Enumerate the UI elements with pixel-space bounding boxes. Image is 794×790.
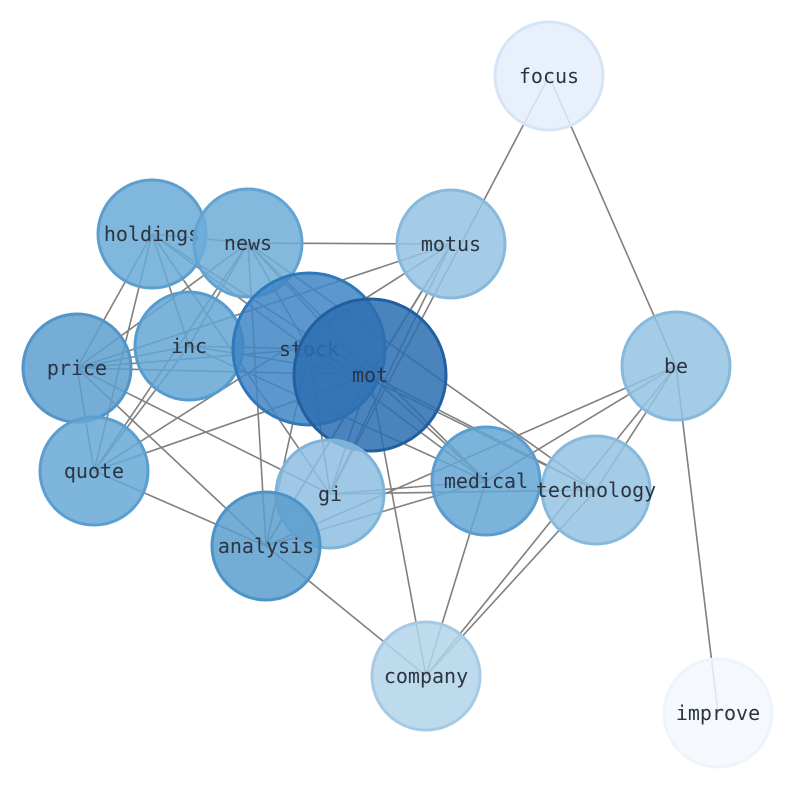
node-label-be: be (664, 354, 688, 378)
node-technology: technology (536, 434, 656, 546)
node-news: news (192, 187, 304, 299)
node-circle-technology (540, 434, 652, 546)
node-improve: improve (662, 657, 774, 769)
node-label-improve: improve (676, 701, 760, 725)
node-quote: quote (38, 415, 150, 527)
node-circle-quote (38, 415, 150, 527)
node-be: be (620, 310, 732, 422)
node-layer: focusholdingsnewsmotusincstockmotpricebe… (21, 20, 774, 769)
node-circle-analysis (210, 490, 322, 602)
node-label-price: price (47, 356, 107, 380)
node-circle-motus (395, 188, 507, 300)
node-circle-medical (430, 425, 542, 537)
node-analysis: analysis (210, 490, 322, 602)
node-mot: mot (292, 297, 448, 453)
node-label-gi: gi (318, 482, 342, 506)
node-inc: inc (133, 290, 245, 402)
node-label-mot: mot (352, 363, 388, 387)
edge-be-improve (675, 365, 719, 714)
node-label-news: news (224, 231, 272, 255)
node-label-analysis: analysis (218, 534, 314, 558)
node-label-technology: technology (536, 478, 656, 502)
node-circle-focus (493, 20, 605, 132)
node-medical: medical (430, 425, 542, 537)
node-circle-be (620, 310, 732, 422)
node-label-quote: quote (64, 459, 124, 483)
node-label-inc: inc (171, 334, 207, 358)
node-label-holdings: holdings (104, 222, 200, 246)
node-label-motus: motus (421, 232, 481, 256)
node-circle-mot (292, 297, 448, 453)
node-holdings: holdings (96, 178, 208, 290)
node-focus: focus (493, 20, 605, 132)
node-label-medical: medical (444, 469, 528, 493)
node-circle-company (370, 620, 482, 732)
node-circle-news (192, 187, 304, 299)
node-motus: motus (395, 188, 507, 300)
node-label-focus: focus (519, 64, 579, 88)
node-circle-improve (662, 657, 774, 769)
node-price: price (21, 312, 133, 424)
node-label-company: company (384, 664, 468, 688)
node-company: company (370, 620, 482, 732)
